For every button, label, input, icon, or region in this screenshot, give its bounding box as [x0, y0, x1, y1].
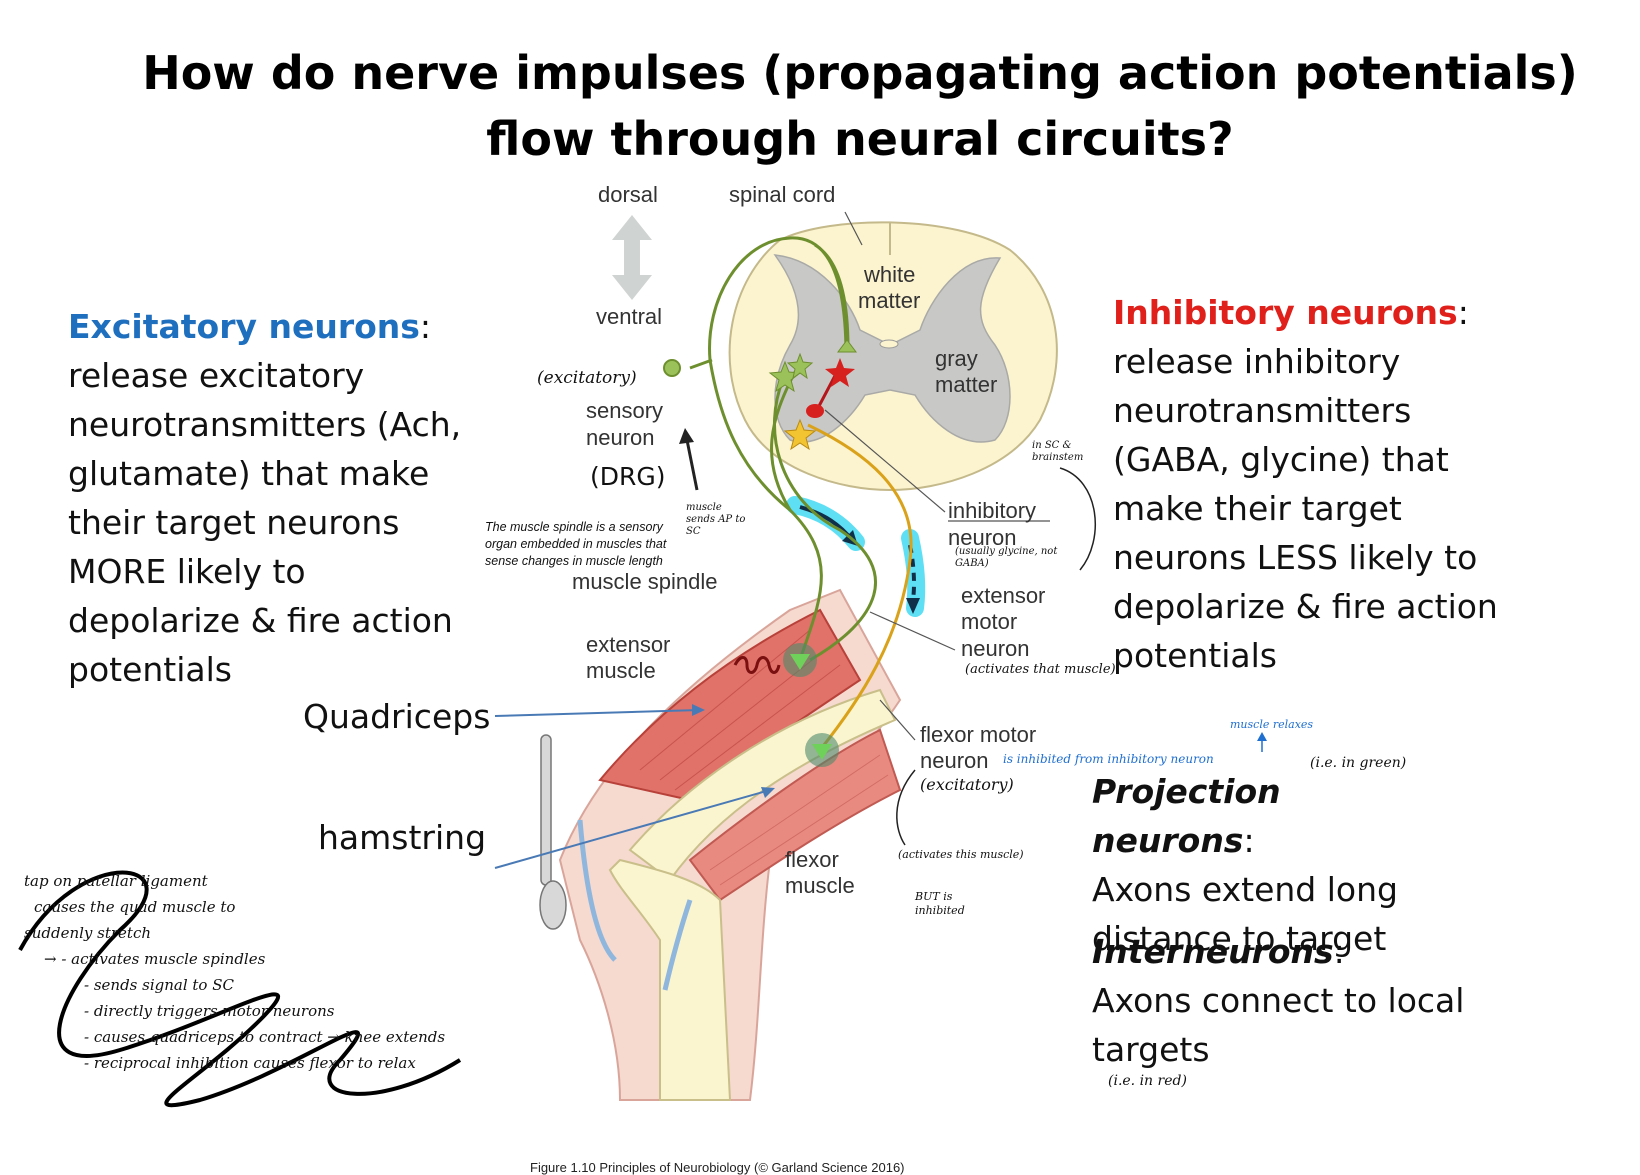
inhibitory-heading: Inhibitory neurons — [1113, 293, 1458, 332]
inhibitory-colon: : — [1457, 293, 1469, 332]
note-line: - directly triggers motor neurons — [84, 1002, 335, 1020]
flexor-motor-axon — [807, 423, 913, 751]
note-line: - causes quadriceps to contract → knee e… — [84, 1028, 446, 1046]
inhibitory-body: release inhibitory neurotransmitters (GA… — [1113, 342, 1498, 675]
label-sensory-neuron: neuron — [586, 425, 655, 450]
label-extensor-muscle: extensor — [586, 632, 671, 657]
note-line: - reciprocal inhibition causes flexor to… — [84, 1054, 416, 1072]
spindle-note: The muscle spindle is a sensory organ em… — [485, 520, 667, 568]
interneurons-body: Axons connect to local targets — [1092, 981, 1465, 1069]
hand-ie-green: (i.e. in green) — [1310, 755, 1407, 771]
scribble — [18, 870, 462, 1108]
flexor-nmj-tip — [812, 744, 832, 760]
projection-block: Projection neurons: Axons extend long di… — [1092, 767, 1452, 963]
projection-heading: Projection neurons — [1092, 772, 1281, 860]
excitatory-heading: Excitatory neurons — [68, 307, 420, 346]
reflex-hammer — [539, 734, 567, 930]
projection-body: Axons extend long distance to target — [1092, 870, 1398, 958]
label-extensor-motor-neuron: neuron — [961, 636, 1030, 661]
dorsal-ventral-arrow — [612, 215, 652, 300]
spinal-cord-section — [728, 221, 1058, 492]
label-drg: (DRG) — [590, 462, 666, 491]
handwritten-notes: tap on patellar ligament causes the quad… — [24, 868, 504, 1076]
label-white-matter: matter — [858, 288, 921, 313]
label-gray: gray — [935, 346, 978, 371]
label-quadriceps: Quadriceps — [303, 697, 491, 736]
muscle-spindle-coil — [733, 656, 781, 674]
leader-lines — [824, 211, 1050, 741]
synapse-star-green-2 — [786, 352, 814, 380]
label-extensor-motor: extensor — [961, 583, 1046, 608]
note-line: suddenly stretch — [24, 924, 152, 942]
interneurons-block: Interneurons: Axons connect to local tar… — [1092, 927, 1472, 1074]
page-title: How do nerve impulses (propagating actio… — [142, 46, 1578, 166]
inhibitory-cell-body — [806, 404, 824, 418]
hand-activates-this: (activates this muscle) — [898, 848, 1024, 861]
inhibitory-block: Inhibitory neurons: release inhibitory n… — [1113, 288, 1533, 680]
note-line: → - activates muscle spindles — [44, 950, 266, 968]
hand-excitatory: (excitatory) — [537, 368, 637, 388]
label-extensor-muscle-2: muscle — [586, 658, 656, 683]
label-dorsal: dorsal — [598, 182, 658, 207]
label-flexor-motor-neuron: neuron — [920, 748, 989, 773]
label-flexor-muscle: flexor — [785, 847, 839, 872]
hand-is-inhibited: is inhibited from inhibitory neuron — [1003, 752, 1214, 766]
note-line: causes the quad muscle to — [34, 898, 236, 916]
hand-in-sc: in SC & brainstem — [1032, 440, 1084, 463]
hand-muscle-sends: muscle sends AP to SC — [686, 502, 746, 537]
flexor-muscle-shape — [688, 728, 902, 902]
label-muscle-spindle: muscle spindle — [572, 569, 718, 594]
extensor-nmj-tip — [790, 654, 810, 670]
hand-bracket — [1059, 467, 1097, 571]
hand-flexor-excitatory: (excitatory) — [920, 775, 1014, 794]
hamstring-arrow — [494, 789, 771, 869]
sensory-neuron — [689, 236, 850, 661]
drg-cell-body — [663, 359, 681, 377]
drg-up-arrow — [685, 439, 699, 491]
tibia-bone — [608, 858, 732, 1101]
hand-usually-glycine: (usually glycine, not GABA) — [955, 546, 1058, 569]
label-ventral: ventral — [596, 304, 663, 329]
label-hamstring: hamstring — [318, 818, 487, 857]
projection-colon: : — [1243, 821, 1255, 860]
synapse-star-red — [825, 358, 855, 387]
hamstring-tendon — [662, 899, 693, 991]
note-line: tap on patellar ligament — [24, 872, 208, 890]
note-line: - sends signal to SC — [84, 976, 234, 994]
label-inhibitory: inhibitory — [948, 498, 1037, 523]
hamstring-arrow-head — [761, 787, 775, 798]
muscle-relaxes-arrow-head — [1257, 732, 1267, 741]
quadriceps-arrow-head — [692, 704, 705, 716]
label-white: white — [864, 262, 916, 287]
extensor-motor-axon — [773, 374, 878, 662]
synapse-triangle — [837, 339, 857, 353]
excitatory-body: release excitatory neurotransmitters (Ac… — [68, 356, 462, 689]
label-inhibitory-neuron: neuron — [948, 525, 1017, 550]
label-flexor-muscle-2: muscle — [785, 873, 855, 898]
hand-activates-that: (activates that muscle) — [965, 662, 1116, 677]
hand-but-inhibited: BUT is inhibited — [915, 890, 965, 917]
drg-up-arrow-head — [679, 428, 694, 444]
excitatory-block: Excitatory neurons: release excitatory n… — [68, 302, 488, 694]
hand-ie-red: (i.e. in red) — [1108, 1073, 1187, 1089]
label-extensor-motor-2: motor — [961, 609, 1018, 634]
hand-bracket-2 — [896, 769, 916, 846]
quadriceps-arrow — [494, 709, 701, 717]
interneurons-heading: Interneurons — [1092, 932, 1334, 971]
black-arrow-2-head — [906, 598, 920, 614]
label-sensory: sensory — [586, 398, 664, 423]
synapse-star-yellow — [783, 418, 817, 451]
label-gray-matter: matter — [935, 372, 998, 397]
interneurons-colon: : — [1333, 932, 1345, 971]
patellar-tendon — [577, 819, 617, 962]
label-spinal-cord: spinal cord — [729, 182, 836, 207]
label-flexor-motor: flexor motor — [920, 722, 1037, 747]
hand-muscle-relaxes: muscle relaxes — [1230, 718, 1314, 731]
flexor-striations — [709, 754, 889, 886]
excitatory-colon: : — [419, 307, 432, 346]
